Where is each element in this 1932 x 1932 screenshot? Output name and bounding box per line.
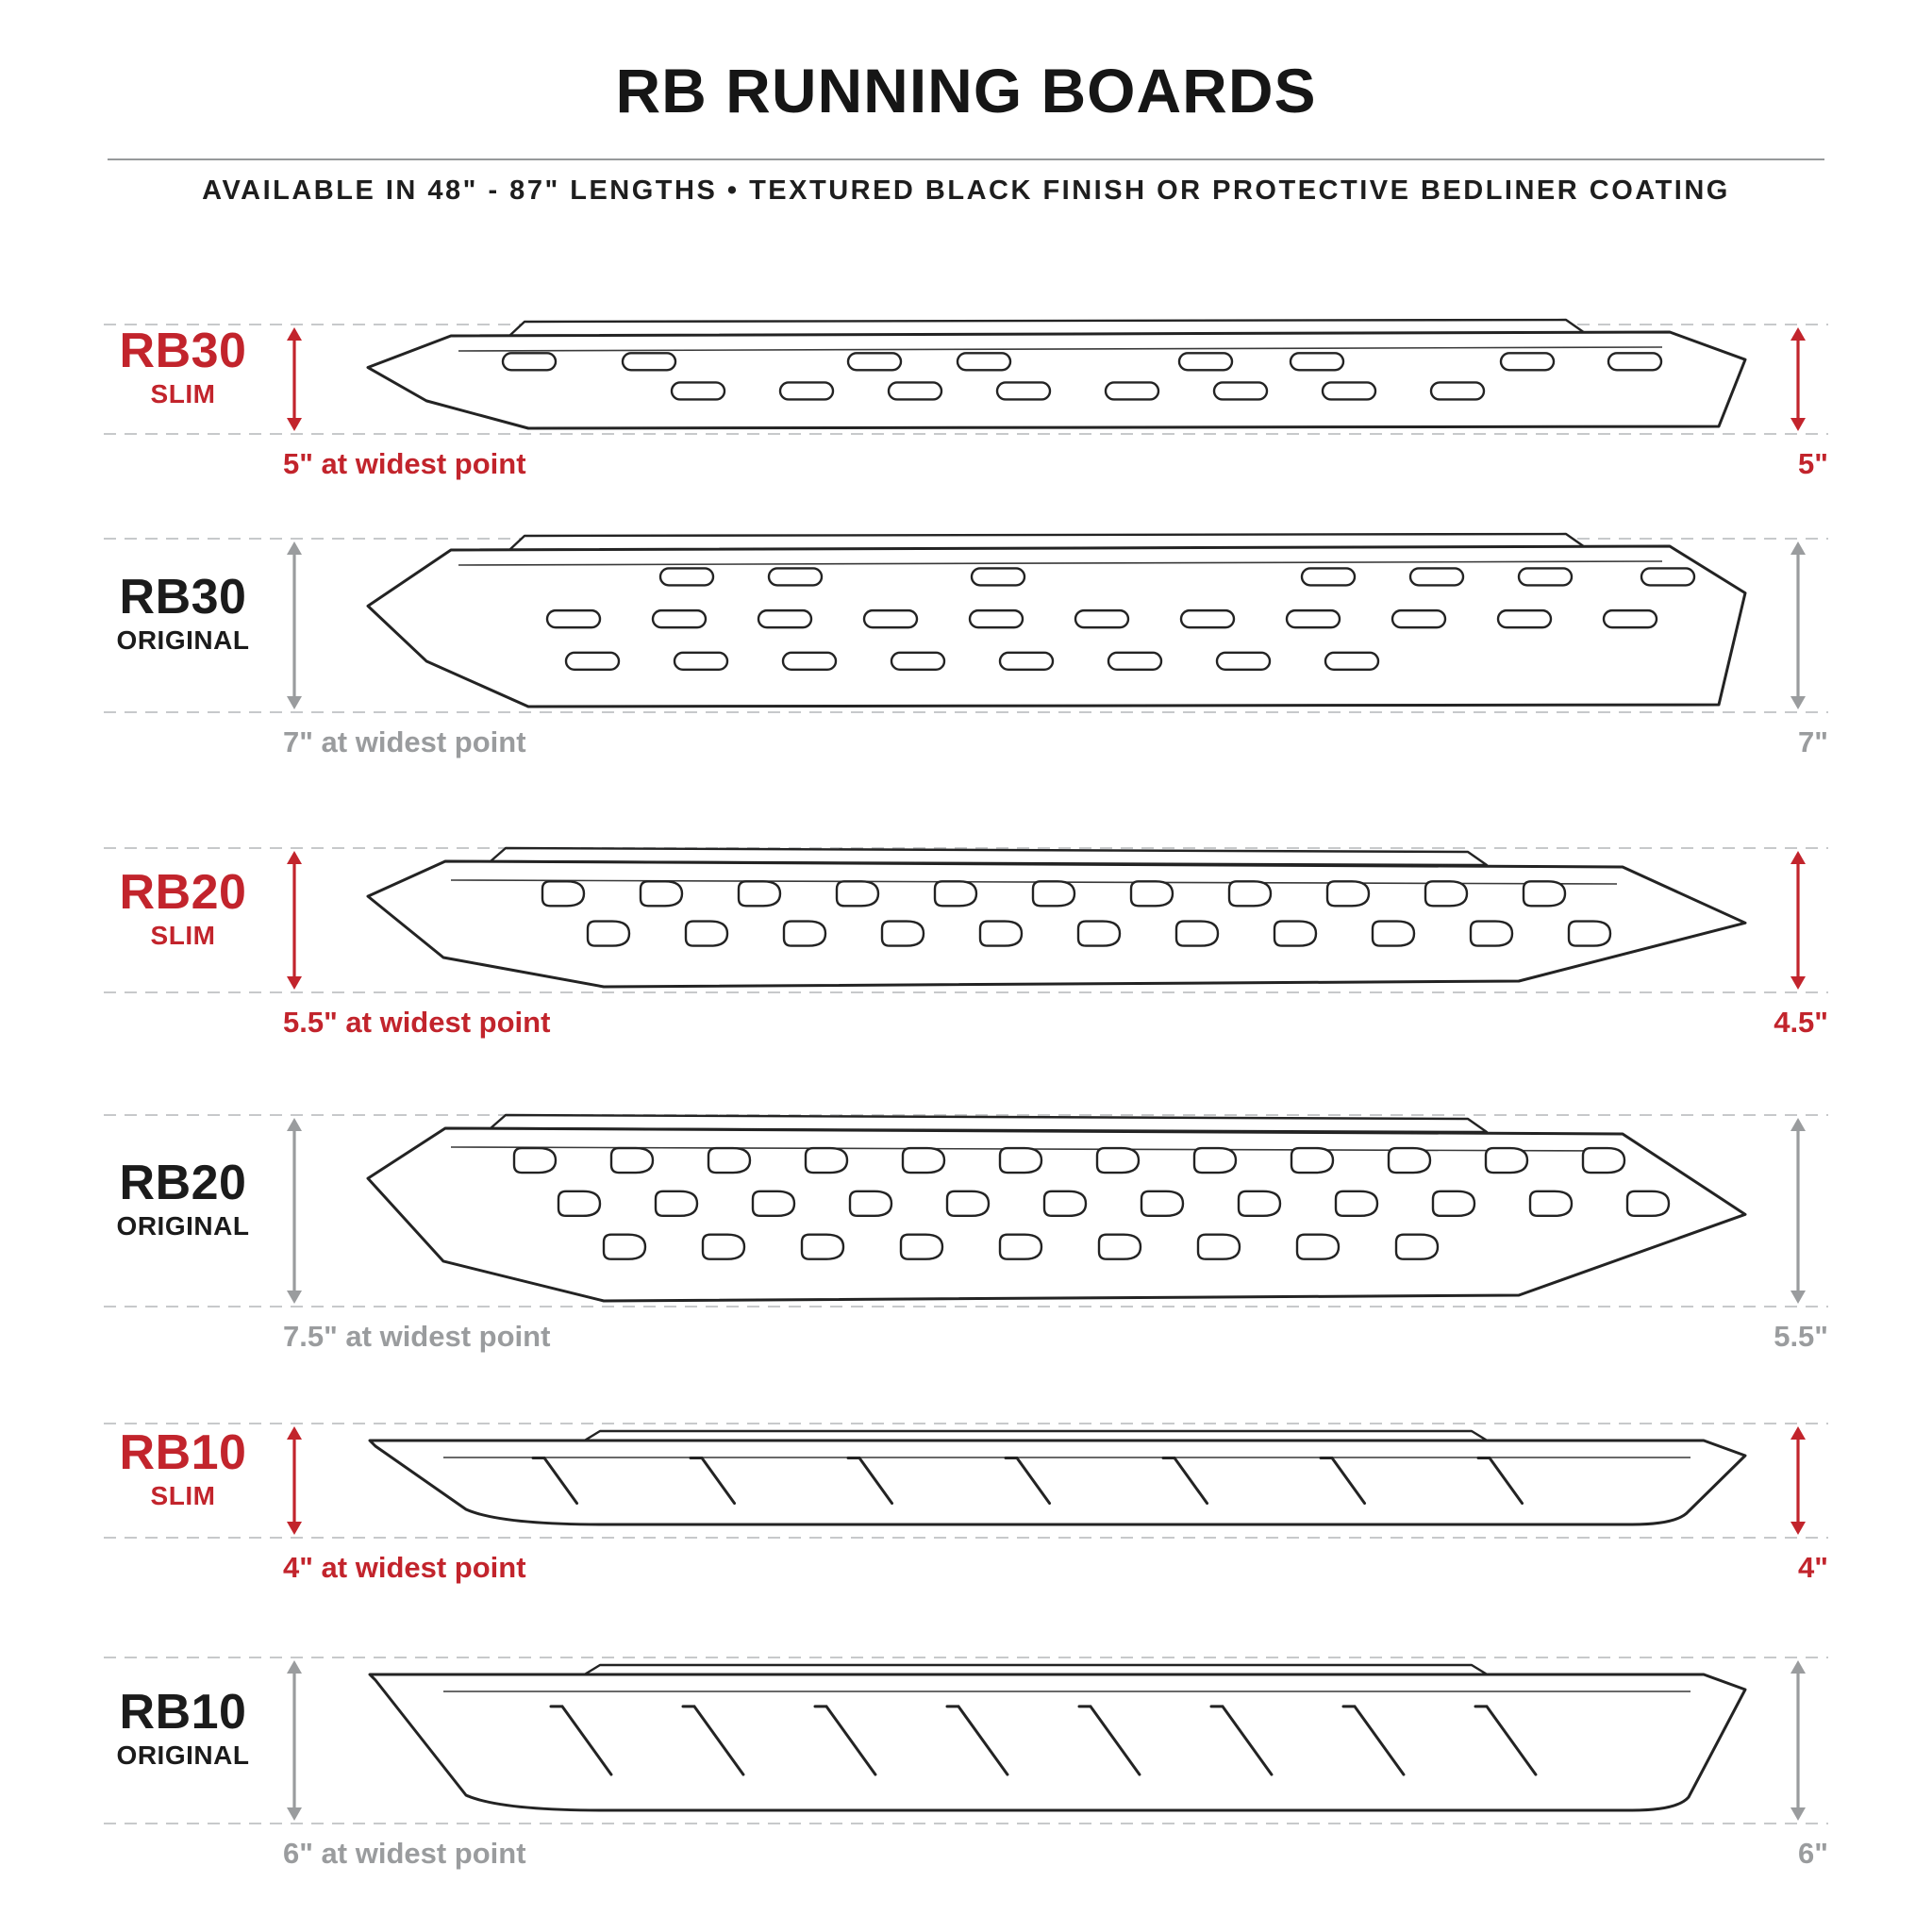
row-rb20-slim: RB20 SLIM 5.5" at widest point 4.5" xyxy=(0,810,1932,1053)
model-variant: ORIGINAL xyxy=(116,1210,250,1241)
model-name: RB10 xyxy=(119,1685,247,1740)
rb10-original-board-diagram xyxy=(104,1657,1828,1824)
right-dimension-label: 5.5" xyxy=(1774,1320,1828,1353)
model-name: RB10 xyxy=(119,1424,247,1480)
model-label: RB30 ORIGINAL xyxy=(60,570,306,656)
row-rb10-original: RB10 ORIGINAL 6" at widest point 6" xyxy=(0,1620,1932,1884)
model-variant: SLIM xyxy=(150,920,216,950)
model-variant: ORIGINAL xyxy=(116,625,250,656)
page-title: RB RUNNING BOARDS xyxy=(615,56,1317,125)
right-dimension-arrow xyxy=(1790,1118,1806,1304)
left-dimension-arrow xyxy=(287,851,302,990)
rb10-slim-board xyxy=(368,1429,1747,1526)
dashed-guide-lines xyxy=(104,1423,1828,1539)
model-name: RB20 xyxy=(119,1155,247,1210)
rb30-slim-board-diagram xyxy=(104,318,1828,435)
model-name: RB30 xyxy=(119,324,247,378)
right-dimension-label: 5" xyxy=(1798,447,1828,480)
widest-point-label: 6" at widest point xyxy=(283,1837,526,1870)
model-label: RB20 SLIM xyxy=(60,864,306,951)
left-dimension-arrow xyxy=(287,1660,302,1821)
rb10-slim-board-diagram xyxy=(104,1423,1828,1539)
dashed-guide-lines xyxy=(104,1657,1828,1824)
dashed-guide-lines xyxy=(104,847,1828,993)
rb20-slim-board-diagram xyxy=(104,846,1828,993)
model-name: RB30 xyxy=(119,570,247,625)
widest-point-label: 5.5" at widest point xyxy=(283,1006,551,1039)
left-dimension-arrow xyxy=(287,1426,302,1535)
rb30-original-board xyxy=(366,532,1747,708)
rb20-original-board-diagram xyxy=(104,1113,1828,1307)
right-dimension-arrow xyxy=(1790,851,1806,990)
widest-point-label: 5" at widest point xyxy=(283,447,526,480)
subtitle: AVAILABLE IN 48" - 87" LENGTHS • TEXTURE… xyxy=(202,175,1730,206)
row-rb20-original: RB20 ORIGINAL 7.5" at widest point 5.5" xyxy=(0,1077,1932,1367)
rb30-original-board-diagram xyxy=(104,532,1828,713)
left-dimension-arrow xyxy=(287,541,302,709)
model-label: RB10 ORIGINAL xyxy=(60,1685,306,1771)
right-dimension-arrow xyxy=(1790,327,1806,431)
model-label: RB10 SLIM xyxy=(60,1424,306,1511)
widest-point-label: 7.5" at widest point xyxy=(283,1320,551,1353)
rb30-slim-board xyxy=(366,318,1747,430)
left-dimension-arrow xyxy=(287,327,302,431)
left-dimension-arrow xyxy=(287,1118,302,1304)
model-variant: SLIM xyxy=(150,379,216,409)
title-divider xyxy=(108,158,1824,160)
row-rb30-original: RB30 ORIGINAL 7" at widest point 7" xyxy=(0,501,1932,773)
model-variant: ORIGINAL xyxy=(116,1740,250,1771)
model-variant: SLIM xyxy=(150,1480,216,1510)
right-dimension-label: 7" xyxy=(1798,725,1828,758)
rb10-original-board xyxy=(368,1663,1747,1812)
right-dimension-label: 4.5" xyxy=(1774,1006,1828,1039)
rb20-original-board xyxy=(366,1113,1747,1303)
widest-point-label: 7" at widest point xyxy=(283,725,526,758)
right-dimension-label: 4" xyxy=(1798,1551,1828,1584)
row-rb10-slim: RB10 SLIM 4" at widest point 4" xyxy=(0,1386,1932,1598)
right-dimension-arrow xyxy=(1790,1426,1806,1535)
right-dimension-arrow xyxy=(1790,541,1806,709)
model-name: RB20 xyxy=(119,864,247,920)
right-dimension-label: 6" xyxy=(1798,1837,1828,1870)
widest-point-label: 4" at widest point xyxy=(283,1551,526,1584)
dashed-guide-lines xyxy=(104,1114,1828,1307)
model-label: RB20 ORIGINAL xyxy=(60,1158,306,1241)
model-label: RB30 SLIM xyxy=(60,324,306,409)
right-dimension-arrow xyxy=(1790,1660,1806,1821)
rb20-slim-board xyxy=(366,846,1747,989)
row-rb30-slim: RB30 SLIM 5" at widest point 5" xyxy=(0,287,1932,494)
